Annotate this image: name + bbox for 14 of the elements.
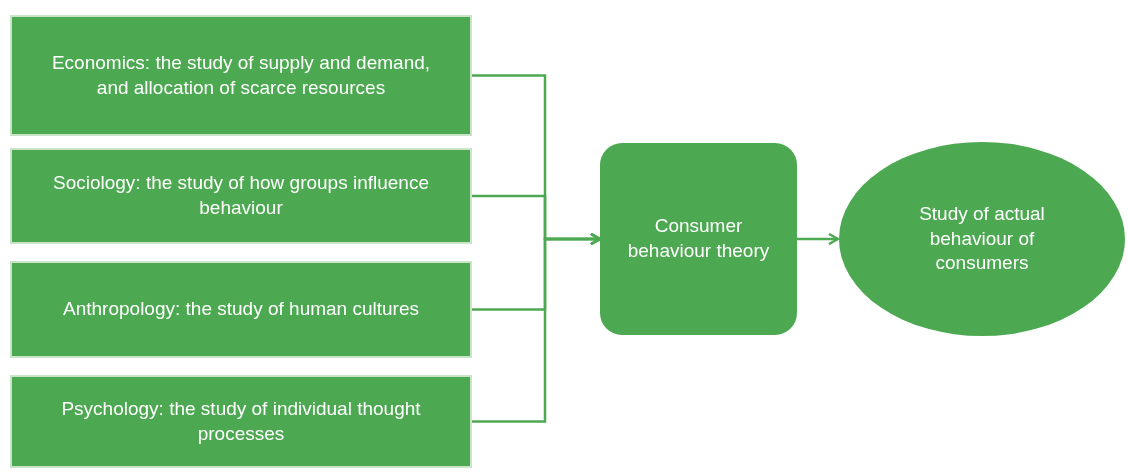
process-box: [10, 15, 472, 136]
arrow: [797, 232, 840, 246]
node-label: Anthropology: the study of human cultures: [62, 297, 420, 322]
arrow: [472, 232, 602, 423]
node-label: Psychology: the study of individual thought processes: [60, 396, 422, 446]
process-box: [10, 375, 472, 468]
node-label: Sociology: the study of how groups influence behaviour: [52, 171, 430, 220]
process-box: [10, 148, 472, 244]
process-box: [600, 143, 797, 335]
node-label: Study of actual behaviour of consumers: [918, 201, 1046, 276]
node-label: Consumer behaviour theory: [626, 214, 771, 263]
process-box: [10, 261, 472, 358]
node-label: Economics: the study of supply and demand, and allocation of scarce resources: [50, 50, 432, 100]
ellipse-node: [838, 141, 1126, 337]
